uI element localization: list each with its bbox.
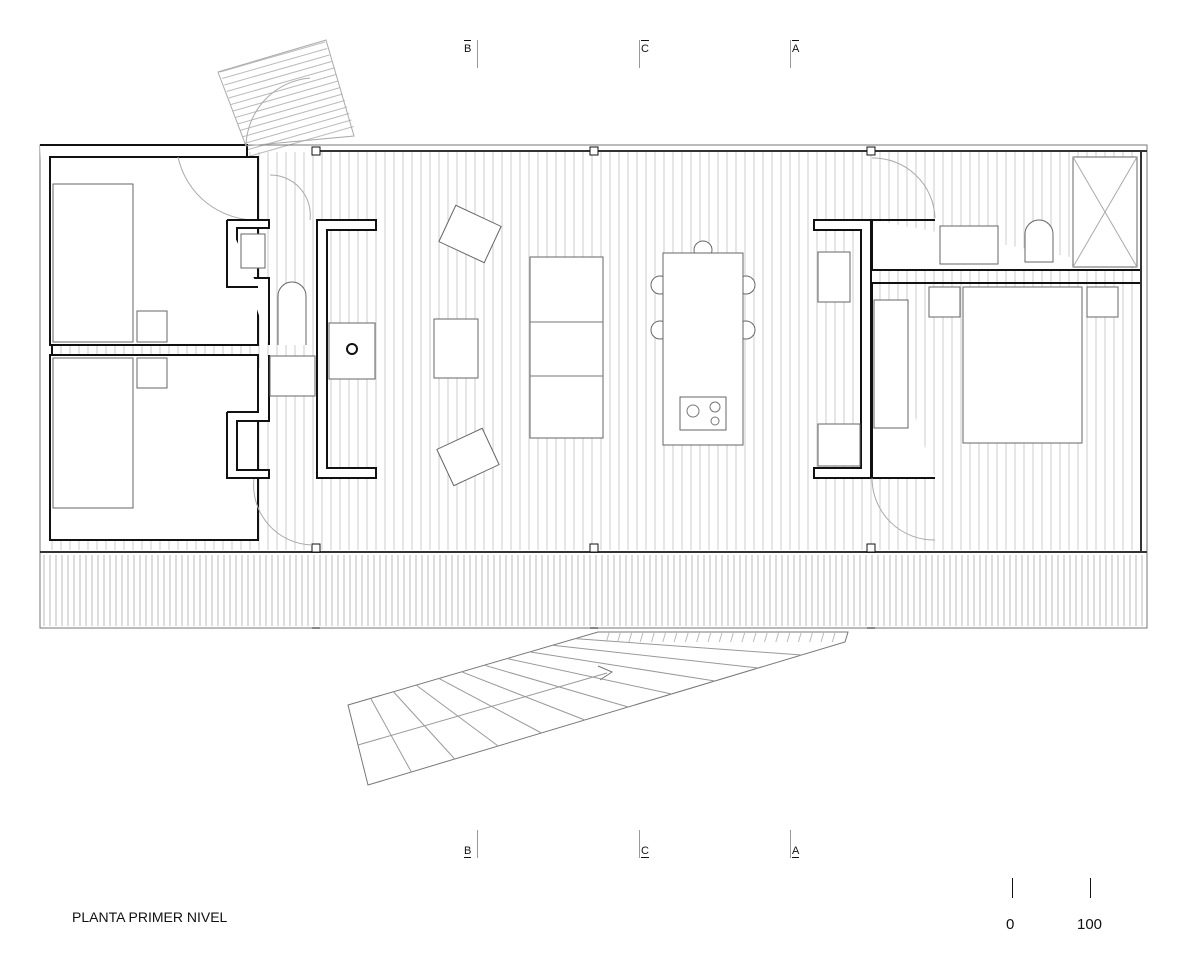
door-swing [253, 477, 313, 546]
door-swing [245, 77, 311, 147]
section-marker-c-top: C [641, 40, 649, 55]
door-swing [871, 477, 936, 541]
double-bed [962, 286, 1083, 444]
cabinet [269, 355, 316, 397]
armchair [436, 427, 500, 487]
stair-arrow-icon [597, 665, 614, 681]
kitchen-counter-wall [316, 219, 377, 479]
column [311, 146, 321, 156]
scale-label-end: 100 [1077, 916, 1103, 933]
cooktop [679, 396, 727, 431]
appliance [817, 423, 861, 467]
column [866, 146, 876, 156]
column [311, 543, 321, 553]
bed [52, 183, 134, 343]
nightstand [136, 310, 168, 343]
section-marker-c-bottom: C [641, 845, 649, 858]
column [589, 146, 599, 156]
armchair [438, 204, 502, 264]
drawing-title: PLANTA PRIMER NIVEL [72, 909, 228, 925]
section-marker-b-bottom: B [464, 845, 472, 858]
entry-deck [217, 39, 355, 147]
section-marker-a-bottom: A [792, 845, 800, 858]
section-marker-a-top: A [792, 40, 800, 55]
exterior-stair [347, 631, 849, 786]
scale-tick [1012, 878, 1013, 898]
sofa [529, 256, 604, 439]
bed [52, 357, 134, 509]
sink-drain [346, 343, 358, 355]
scale-label-start: 0 [1006, 916, 1015, 933]
washbasin [939, 225, 999, 265]
section-marker-b-top: B [464, 40, 472, 55]
shower [240, 233, 266, 269]
nightstand [136, 357, 168, 389]
toilet [277, 281, 307, 345]
nightstand [928, 286, 961, 318]
toilet [1024, 219, 1054, 263]
nightstand [1086, 286, 1119, 318]
shelving [873, 299, 909, 429]
door-swing [269, 174, 311, 221]
coffee-table [433, 318, 479, 379]
closet-wall [226, 355, 270, 479]
column [589, 543, 599, 553]
columns [311, 146, 876, 629]
door-swing [871, 157, 936, 219]
sink [817, 251, 851, 303]
scale-tick [1090, 878, 1091, 898]
column [866, 543, 876, 553]
